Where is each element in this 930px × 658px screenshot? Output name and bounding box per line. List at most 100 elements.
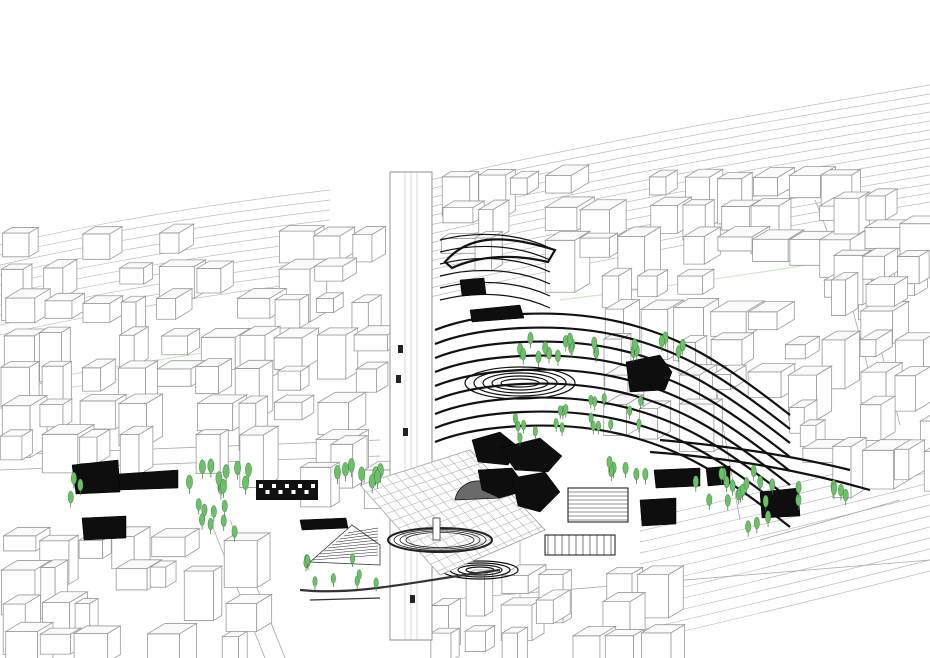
tree (692, 475, 699, 492)
tree (750, 464, 757, 482)
building (182, 565, 224, 622)
building (118, 326, 150, 368)
tree (567, 332, 573, 350)
building (4, 288, 52, 324)
tree (312, 576, 318, 590)
mound-contour (464, 366, 576, 400)
building (463, 624, 497, 653)
walkway (649, 450, 871, 492)
contour-line (0, 219, 331, 276)
tree (743, 477, 750, 494)
proposed-building (759, 487, 801, 519)
tree (67, 491, 74, 508)
building (861, 247, 900, 280)
plaza-grid-line (430, 462, 508, 547)
tree (595, 420, 601, 435)
plaza-grid-line (379, 468, 489, 507)
tree (553, 418, 559, 432)
proposed-building (117, 469, 179, 491)
building (38, 398, 74, 428)
gallery-window (298, 484, 302, 488)
building (640, 623, 687, 658)
tree (679, 338, 686, 356)
plaza-grid-line (359, 484, 441, 576)
tree (563, 404, 569, 418)
mound-contour (473, 369, 567, 397)
pedestrian-bridge (299, 568, 501, 593)
gallery-window (311, 484, 315, 488)
terrace-contour (434, 368, 791, 472)
proposed-building (625, 354, 673, 393)
building (893, 439, 927, 481)
ridge-shelter (443, 238, 557, 270)
proposed-building (653, 467, 701, 489)
building (500, 626, 529, 658)
building (354, 361, 390, 393)
tree (207, 517, 214, 535)
proposed-building (511, 471, 561, 513)
tree (745, 520, 752, 537)
terrace-contour (434, 340, 791, 444)
tree (199, 513, 205, 530)
proposed-building (459, 277, 487, 297)
plaza-grid-line (372, 462, 483, 500)
tree (220, 478, 227, 499)
plaza-grid-line (412, 467, 491, 554)
tree (636, 418, 642, 433)
plaza-grid-line (411, 500, 519, 543)
building (509, 170, 540, 195)
building (220, 630, 249, 658)
tree (631, 338, 638, 355)
building (473, 230, 504, 272)
building (350, 294, 383, 334)
tree (195, 498, 202, 515)
building (600, 267, 633, 309)
tree (606, 456, 613, 473)
tree (588, 412, 594, 427)
tree (77, 478, 84, 496)
tree (517, 432, 523, 447)
building (43, 292, 86, 320)
ramp (309, 597, 381, 601)
building (500, 564, 548, 595)
building (602, 394, 645, 437)
hill-contour (439, 281, 551, 297)
plaza-grid-line (421, 465, 500, 551)
tree (374, 469, 381, 489)
gallery-block (256, 480, 318, 500)
plaza-grid-line (438, 459, 516, 543)
tree (512, 413, 518, 427)
stepped-platform (544, 534, 616, 556)
proposed-building (469, 304, 525, 323)
building (118, 425, 155, 476)
tree (658, 335, 665, 352)
tree (215, 471, 223, 491)
mound-contour (500, 378, 540, 388)
building (858, 329, 894, 358)
building (864, 188, 899, 221)
terrace-contour (434, 382, 791, 486)
mound-contour (491, 375, 549, 391)
building (544, 164, 591, 194)
proposed-building (81, 515, 127, 541)
building (148, 560, 178, 588)
terrace-contour (434, 326, 791, 430)
building (72, 625, 122, 658)
hill-contour (439, 233, 551, 249)
building (313, 257, 358, 282)
proposed-building (299, 517, 349, 531)
building (316, 391, 368, 436)
building (893, 366, 930, 412)
building (155, 288, 194, 320)
plaza-grid-line (368, 482, 449, 572)
building (150, 527, 201, 558)
building (276, 365, 311, 391)
plaza-grid-line (386, 476, 466, 565)
tree (231, 525, 238, 542)
building (0, 429, 34, 461)
building (238, 425, 280, 489)
trees (67, 331, 849, 592)
building (859, 395, 897, 442)
tree (590, 420, 596, 435)
